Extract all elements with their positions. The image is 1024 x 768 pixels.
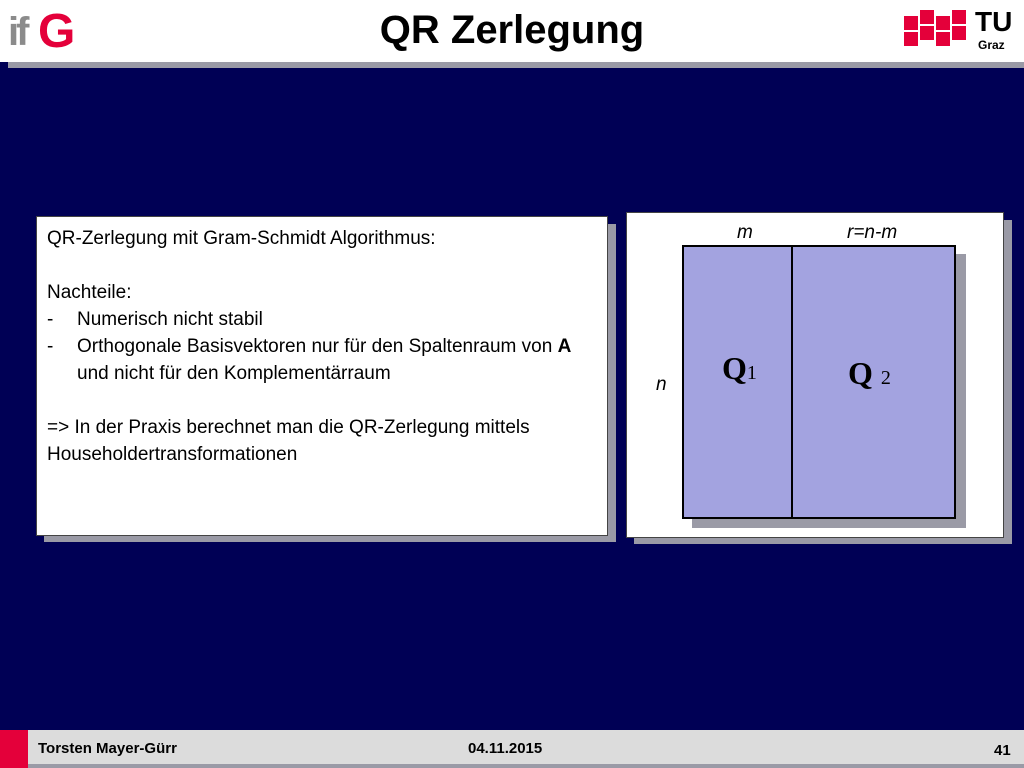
header-shadow — [8, 62, 1024, 68]
footer-bar — [28, 730, 1024, 764]
matrix-divider — [791, 245, 793, 519]
q2-label: Q 2 — [848, 355, 891, 391]
tu-logo-text: TU — [975, 6, 1013, 37]
ifg-logo: if G — [8, 5, 76, 58]
footer-accent — [0, 730, 28, 768]
tu-logo-subtext: Graz — [978, 38, 1005, 52]
text-box: QR-Zerlegung mit Gram-Schmidt Algorithmu… — [36, 216, 608, 536]
footer-date: 04.11.2015 — [468, 740, 543, 757]
label-m: m — [737, 222, 753, 243]
label-n: n — [656, 374, 667, 395]
label-r: r=n-m — [847, 222, 898, 243]
footer-author: Torsten Mayer-Gürr — [38, 740, 177, 757]
tu-graz-logo-icon — [904, 10, 966, 46]
conclusion-text: => In der Praxis berechnet man die QR-Ze… — [47, 417, 530, 465]
footer-shadow — [28, 764, 1024, 768]
q1-label: Q1 — [722, 350, 757, 386]
slide-header — [0, 0, 1024, 62]
disadvantages-heading: Nachteile: — [47, 282, 132, 303]
matrix-q — [682, 245, 956, 519]
list-item: - Orthogonale Basisvektoren nur für den … — [47, 336, 572, 384]
footer-page-number: 41 — [994, 742, 1011, 759]
list-item: - Numerisch nicht stabil — [47, 309, 263, 330]
intro-text: QR-Zerlegung mit Gram-Schmidt Algorithmu… — [47, 228, 436, 249]
page-title: QR Zerlegung — [379, 8, 645, 52]
